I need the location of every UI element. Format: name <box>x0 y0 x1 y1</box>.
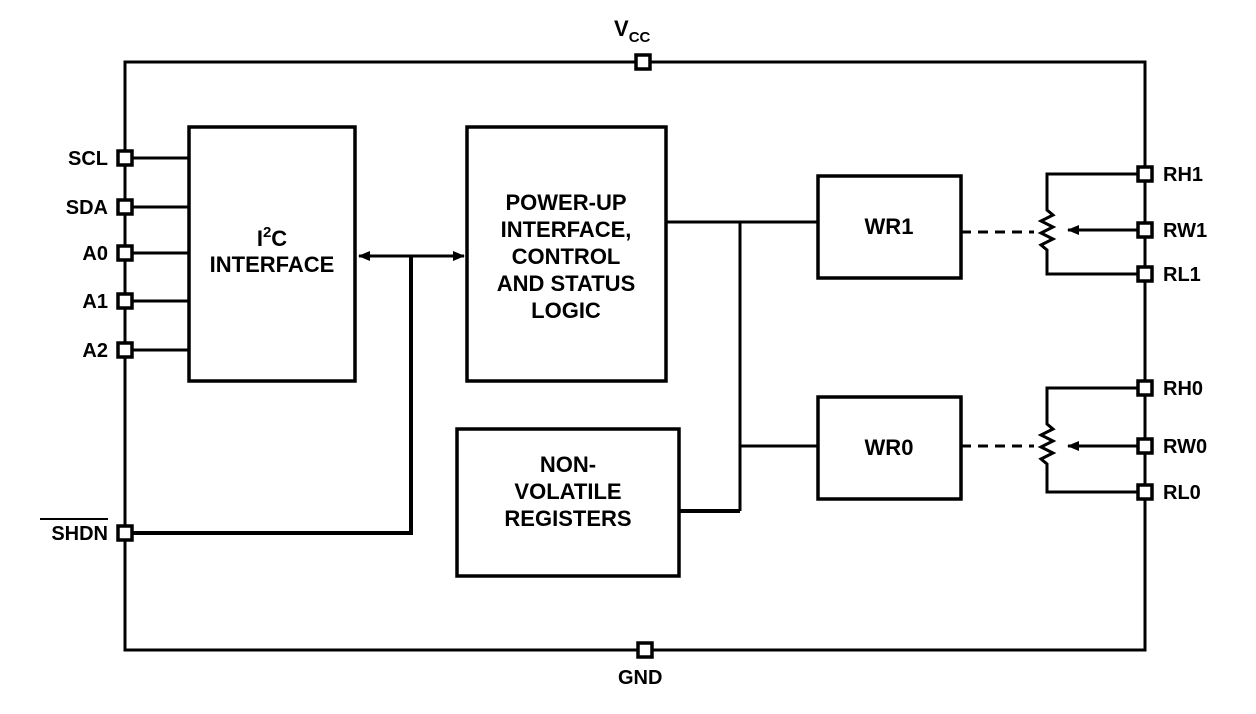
pin-rw1: RW1 <box>1136 220 1207 242</box>
rw1-label: RW1 <box>1163 220 1207 242</box>
nonvolatile-registers-block: NON- VOLATILE REGISTERS <box>455 427 681 578</box>
power-up-line-5: LOGIC <box>531 298 601 323</box>
sda-label: SDA <box>66 197 108 219</box>
a1-label: A1 <box>82 291 108 313</box>
potentiometer-0 <box>961 386 1140 494</box>
rw0-label: RW0 <box>1163 436 1207 458</box>
wr1-label: WR1 <box>865 214 914 239</box>
pin-shdn: SHDN <box>40 256 413 545</box>
pin-rh1: RH1 <box>1136 164 1203 186</box>
rl1-label: RL1 <box>1163 264 1201 286</box>
internal-wiring <box>666 220 818 513</box>
rl0-label: RL0 <box>1163 482 1201 504</box>
pin-a2: A2 <box>82 340 189 362</box>
svg-text:I2C: I2C <box>257 224 287 251</box>
i2c-label-post: C <box>271 226 287 251</box>
nv-line-3: REGISTERS <box>504 506 631 531</box>
power-up-line-1: POWER-UP <box>506 190 627 215</box>
pin-rw0: RW0 <box>1136 436 1207 458</box>
pin-a1: A1 <box>82 291 189 313</box>
scl-label: SCL <box>68 148 108 170</box>
i2c-label-pre: I <box>257 226 263 251</box>
power-up-line-3: CONTROL <box>512 244 621 269</box>
nv-line-2: VOLATILE <box>514 479 621 504</box>
rh0-label: RH0 <box>1163 378 1203 400</box>
vcc-pin: VCC <box>614 16 652 71</box>
power-up-line-4: AND STATUS <box>497 271 636 296</box>
i2c-label-sup: 2 <box>263 224 271 241</box>
i2c-label-line2: INTERFACE <box>210 252 335 277</box>
pin-sda: SDA <box>66 197 189 219</box>
pin-a0: A0 <box>82 243 189 265</box>
gnd-pin: GND <box>618 641 662 689</box>
vcc-label: V <box>614 16 629 41</box>
pin-rl1: RL1 <box>1136 264 1201 286</box>
i2c-interface-block: I2C INTERFACE <box>187 125 357 383</box>
wr1-block: WR1 <box>816 174 963 280</box>
pin-rh0: RH0 <box>1136 378 1203 400</box>
gnd-label: GND <box>618 667 662 689</box>
rh1-label: RH1 <box>1163 164 1203 186</box>
wr0-block: WR0 <box>816 395 963 501</box>
potentiometer-1 <box>961 172 1140 276</box>
a2-label: A2 <box>82 340 108 362</box>
svg-text:VCC: VCC <box>614 16 651 46</box>
power-up-logic-block: POWER-UP INTERFACE, CONTROL AND STATUS L… <box>465 125 668 383</box>
shdn-label: SHDN <box>51 523 108 545</box>
pin-rl0: RL0 <box>1136 482 1201 504</box>
nv-line-1: NON- <box>540 452 596 477</box>
vcc-subscript: CC <box>629 29 651 46</box>
wr0-label: WR0 <box>865 435 914 460</box>
a0-label: A0 <box>82 243 108 265</box>
power-up-line-2: INTERFACE, <box>501 217 632 242</box>
pin-scl: SCL <box>68 148 189 170</box>
